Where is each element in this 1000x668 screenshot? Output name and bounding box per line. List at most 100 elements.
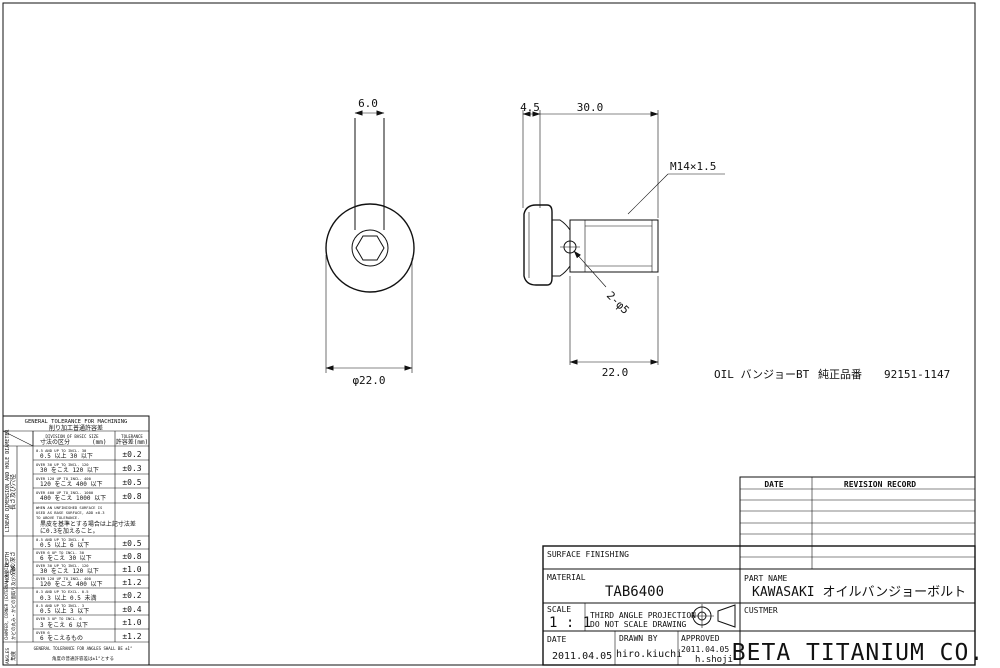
tol-s3-r2-en: 0.5 AND UP TO INCL. 3 bbox=[36, 603, 84, 608]
tol-s3-r3-tol: ±1.0 bbox=[122, 618, 141, 627]
head-diameter-dim: φ22.0 bbox=[352, 374, 385, 387]
approved-date: 2011.04.05 bbox=[681, 645, 729, 654]
title-block: SURFACE FINISHING MATERIAL TAB6400 PART … bbox=[542, 545, 984, 666]
hole-leader bbox=[573, 250, 607, 288]
tol-angles-label-en: ANGLES bbox=[5, 647, 11, 664]
tol-s1-r2-jp: 30 をこえ 120 以下 bbox=[40, 467, 99, 474]
approved-by-value: h.shoji bbox=[695, 655, 733, 665]
tol-sec2-label-jp: 穴の深さ bbox=[9, 551, 17, 575]
bolt-head-profile bbox=[523, 204, 553, 286]
tol-s2-r4-en: OVER 120 UP TO INCL. 400 bbox=[36, 576, 92, 581]
tol-s1-r3-en: OVER 120 UP TO INCL. 400 bbox=[36, 476, 92, 481]
tol-sec1-label-en: LINEAR DIMENSION AND HOLE DIAMETER bbox=[5, 429, 11, 532]
tol-s2-r1-en: 0.5 AND UP TO INCL. 6 bbox=[36, 537, 85, 542]
tol-s3-r1-jp: 0.3 以上 0.5 未満 bbox=[40, 594, 97, 602]
part-note-genuine-number: 92151-1147 bbox=[884, 368, 950, 381]
tol-title-jp: 削り加工普通許容差 bbox=[49, 424, 103, 432]
hex-socket-outline bbox=[355, 235, 385, 261]
head-thickness-dim: 4.5 bbox=[520, 101, 540, 114]
tol-s1-r3-jp: 120 をこえ 400 以下 bbox=[40, 481, 103, 488]
tol-s3-r1-en: 0.3 AND UP TO EXCL. 0.5 bbox=[36, 589, 89, 594]
tol-angles-note-jp: 角度の普通許容差は±1°とする bbox=[52, 655, 114, 662]
tol-note-en-3: TO ABOVE TOLERANCE. bbox=[36, 515, 79, 520]
customer-label: CUSTMER bbox=[744, 606, 778, 615]
part-name-value: KAWASAKI オイルバンジョーボルト bbox=[752, 585, 966, 600]
drawn-by-value: hiro.kiuchi bbox=[616, 649, 682, 660]
thread-callout: M14×1.5 bbox=[670, 160, 716, 173]
tol-s3-r3-jp: 3 をこえ 6 以下 bbox=[40, 622, 88, 629]
pin-width-dim: 6.0 bbox=[358, 97, 378, 110]
front-view: 6.0 φ22.0 bbox=[325, 97, 415, 387]
tol-s3-r1-tol: ±0.2 bbox=[122, 591, 141, 600]
tol-s2-r2-tol: ±0.8 bbox=[122, 552, 141, 561]
tol-s2-r3-en: OVER 30 UP TO INCL. 120 bbox=[36, 563, 89, 568]
side-view: 4.5 30.0 M14×1.5 2-φ5 22.0 bbox=[520, 101, 725, 379]
thread-leader bbox=[627, 173, 669, 215]
projection-line-2: DO NOT SCALE DRAWING bbox=[590, 620, 687, 629]
shank-body bbox=[569, 219, 659, 273]
material-value: TAB6400 bbox=[605, 584, 664, 600]
tol-sec2-label-en: HOLE DEPTH bbox=[5, 552, 11, 582]
scale-value: 1 : 1 bbox=[549, 615, 591, 631]
tol-sec3-label-en: CHAMFER, CORNER (EXTERNAL RADII) bbox=[4, 563, 9, 640]
hole-callout: 2-φ5 bbox=[604, 289, 632, 317]
tol-s3-r4-jp: 6 をこえるもの bbox=[40, 635, 83, 642]
tol-sec1-label-jp: 長さ及び穴径 bbox=[9, 474, 17, 510]
tol-s1-r4-tol: ±0.8 bbox=[122, 492, 141, 501]
revision-record: DATE REVISION RECORD bbox=[739, 476, 976, 570]
hex-socket-circle bbox=[351, 229, 389, 267]
tol-col-division-jp: 寸法の区分 bbox=[40, 438, 70, 446]
part-note-name: OIL バンジョーBT bbox=[714, 368, 810, 381]
length-dim: 30.0 bbox=[577, 101, 604, 114]
tol-note-jp-1: 黒皮を基準とする場合は上記寸法差 bbox=[40, 520, 136, 528]
tol-note-en-1: WHEN AN UNFINISHED SURFACE IS bbox=[36, 505, 103, 510]
approved-label: APPROVED bbox=[681, 634, 720, 643]
third-angle-projection-icon bbox=[690, 604, 736, 628]
tol-s2-r2-jp: 6 をこえ 30 以下 bbox=[40, 555, 92, 562]
tol-s2-r2-en: OVER 6 UP TO INCL. 30 bbox=[36, 550, 85, 555]
tol-note-en-2: USED AS BASE SURFACE, ADD ±0.3 bbox=[36, 510, 105, 515]
tol-s1-r2-en: OVER 30 UP TO INCL. 120 bbox=[36, 462, 89, 467]
tol-s1-r2-tol: ±0.3 bbox=[122, 464, 141, 473]
sheet-border bbox=[2, 2, 976, 666]
tol-s1-r1-jp: 0.5 以上 30 以下 bbox=[40, 452, 93, 460]
tol-s1-r3-tol: ±0.5 bbox=[122, 478, 141, 487]
revision-record-header: REVISION RECORD bbox=[844, 480, 916, 489]
tol-s2-r3-jp: 30 をこえ 120 以下 bbox=[40, 568, 99, 575]
tol-col-division-en: DIVISION OF BASIC SIZE bbox=[46, 434, 100, 439]
bolt-head-outline bbox=[325, 203, 415, 293]
collar-profile bbox=[552, 219, 571, 277]
part-name-label: PART NAME bbox=[744, 574, 788, 583]
tolerance-table: GENERAL TOLERANCE FOR MACHINING 削り加工普通許容… bbox=[2, 415, 150, 666]
shank-length-dim: 22.0 bbox=[602, 366, 629, 379]
tol-s2-r1-jp: 0.5 以上 6 以下 bbox=[40, 541, 89, 549]
surface-finishing-label: SURFACE FINISHING bbox=[547, 550, 629, 559]
tol-angles-note-en: GENERAL TOLERANCE FOR ANGLES SHALL BE ±1… bbox=[34, 646, 133, 651]
material-label: MATERIAL bbox=[547, 573, 586, 582]
tol-s2-r1-tol: ±0.5 bbox=[122, 539, 141, 548]
tol-col-division-unit: (mm) bbox=[92, 439, 106, 446]
company-name: BETA TITANIUM CO. bbox=[732, 640, 984, 666]
scale-label: SCALE bbox=[547, 605, 571, 614]
date-label: DATE bbox=[547, 635, 566, 644]
tol-s1-r4-en: OVER 400 UP TO INCL. 1000 bbox=[36, 490, 94, 495]
tol-s1-r1-en: 0.5 AND UP TO INCL. 30 bbox=[36, 448, 87, 453]
projection-line-1: THIRD ANGLE PROJECTION bbox=[590, 611, 696, 620]
tol-s3-r2-tol: ±0.4 bbox=[122, 605, 141, 614]
part-note-genuine-label: 純正品番 bbox=[818, 368, 862, 381]
part-note: OIL バンジョーBT 純正品番 92151-1147 bbox=[714, 368, 950, 381]
revision-date-header: DATE bbox=[764, 480, 783, 489]
tol-s3-r4-en: OVER 6 bbox=[36, 630, 50, 635]
tol-note-jp-2: に0.3を加えること。 bbox=[40, 527, 99, 535]
drawn-by-label: DRAWN BY bbox=[619, 634, 658, 643]
tol-s1-r4-jp: 400 をこえ 1000 以下 bbox=[40, 495, 106, 502]
tol-s1-r1-tol: ±0.2 bbox=[122, 450, 141, 459]
tol-s3-r3-en: OVER 3 UP TO INCL. 6 bbox=[36, 616, 82, 621]
tol-s2-r3-tol: ±1.0 bbox=[122, 565, 141, 574]
tol-sec3-label-jp: かどの丸み・かどの面取り及び穴隅R bbox=[10, 565, 17, 640]
tol-s2-r4-jp: 120 をこえ 400 以下 bbox=[40, 581, 103, 588]
tol-s2-r4-tol: ±1.2 bbox=[122, 578, 141, 587]
tol-col-tolerance-jp: 許容差(mm) bbox=[116, 438, 148, 446]
tol-s3-r2-jp: 0.5 以上 3 以下 bbox=[40, 607, 89, 615]
date-value: 2011.04.05 bbox=[552, 651, 612, 662]
